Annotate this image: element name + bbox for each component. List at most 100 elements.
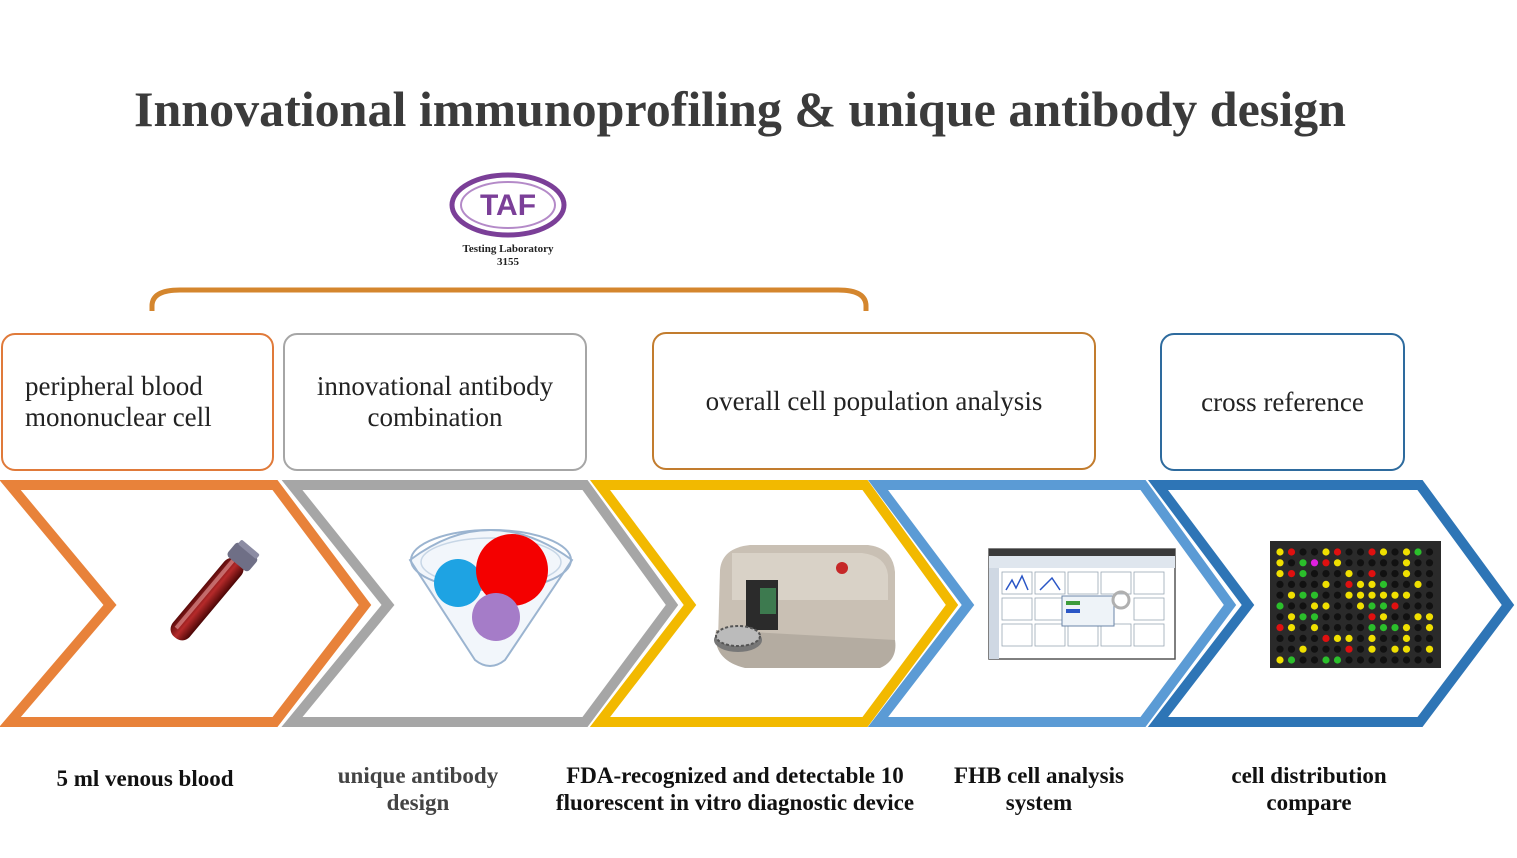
microarray-spot [1287, 624, 1296, 632]
chevron-step-5 [1147, 480, 1515, 727]
microarray-spot [1310, 645, 1319, 653]
microarray-spot [1345, 591, 1353, 599]
microarray-spot [1356, 570, 1365, 578]
microarray-spot [1345, 570, 1353, 578]
microarray-spot [1402, 602, 1411, 610]
caption-step-4: FHB cell analysis system [954, 763, 1124, 815]
microarray-spot [1345, 548, 1353, 556]
microarray-spot [1391, 570, 1399, 578]
caption-step-3: FDA-recognized and detectable 10 fluores… [555, 763, 915, 815]
chevron-step-1 [0, 480, 372, 727]
microarray-spot [1333, 624, 1342, 632]
microarray-spot [1322, 580, 1330, 589]
microarray-spot [1287, 645, 1296, 653]
microarray-spot [1287, 548, 1296, 556]
microarray-spot [1379, 624, 1388, 632]
microarray-spot [1391, 580, 1399, 589]
caption-step-1: 5 ml venous blood [56, 766, 234, 791]
microarray-spot [1391, 559, 1399, 567]
microarray-spot [1299, 613, 1307, 621]
microarray-spot [1402, 591, 1411, 599]
microarray-spot [1287, 634, 1296, 643]
microarray-spot [1276, 602, 1284, 610]
microarray-spot [1333, 613, 1342, 621]
microarray-spot [1402, 645, 1411, 653]
microarray-spot [1287, 602, 1296, 610]
microarray-spot [1299, 548, 1307, 556]
microarray-spot [1425, 624, 1434, 632]
taf-logo-line1: Testing Laboratory [462, 243, 554, 255]
microarray-spot [1425, 613, 1434, 621]
microarray-spot [1333, 548, 1342, 556]
microarray-spot [1402, 624, 1411, 632]
microarray-spot [1276, 645, 1284, 653]
microarray-spot [1402, 570, 1411, 578]
microarray-spot [1276, 624, 1284, 632]
microarray-spot [1276, 548, 1284, 556]
microarray-spot [1322, 559, 1330, 567]
microarray-spot [1322, 656, 1330, 664]
microarray-spot [1276, 591, 1284, 599]
microarray-spot [1299, 570, 1307, 578]
microarray-spot [1379, 645, 1388, 653]
microarray-spot [1345, 624, 1353, 632]
microarray-spot [1391, 602, 1399, 610]
microarray-spot [1368, 548, 1376, 556]
caption-step-5: cell distribution compare [1231, 763, 1387, 815]
microarray-spot [1368, 559, 1376, 567]
microarray-spot [1414, 548, 1422, 556]
microarray-icon [1270, 541, 1441, 668]
microarray-spot [1414, 613, 1422, 621]
chevron-step-3 [589, 480, 959, 727]
microarray-spot [1345, 580, 1353, 589]
microarray-spot [1391, 591, 1399, 599]
microarray-spot [1322, 624, 1330, 632]
microarray-spot [1356, 634, 1365, 643]
microarray-spot [1414, 645, 1422, 653]
box-cross-reference: cross reference [1160, 333, 1405, 471]
microarray-spot [1368, 645, 1376, 653]
microarray-spot [1345, 602, 1353, 610]
microarray-spot [1299, 559, 1307, 567]
microarray-spot [1299, 624, 1307, 632]
microarray-spot [1379, 580, 1388, 589]
microarray-spot [1333, 591, 1342, 599]
taf-logo-line2: 3155 [497, 256, 519, 268]
box-line: innovational antibody [316, 371, 554, 401]
microarray-spot [1322, 548, 1330, 556]
microarray-spot [1414, 656, 1422, 664]
microarray-spot [1414, 580, 1422, 589]
microarray-spot [1299, 634, 1307, 643]
blood-tube-icon [170, 540, 260, 641]
microarray-spot [1356, 656, 1365, 664]
microarray-spot [1368, 613, 1376, 621]
microarray-spot [1379, 634, 1388, 643]
chevron-step-4 [867, 480, 1237, 727]
analysis-software-icon [988, 548, 1176, 660]
microarray-spot [1310, 613, 1319, 621]
microarray-spot [1425, 548, 1434, 556]
microarray-spot [1379, 548, 1388, 556]
microarray-spot [1379, 656, 1388, 664]
microarray-spot [1425, 656, 1434, 664]
microarray-spot [1345, 634, 1353, 643]
microarray-spot [1379, 613, 1388, 621]
microarray-spot [1402, 559, 1411, 567]
microarray-spot [1287, 613, 1296, 621]
microarray-spot [1391, 613, 1399, 621]
taf-logo-letters: TAF [480, 189, 536, 222]
microarray-spot [1391, 634, 1399, 643]
microarray-spot [1414, 591, 1422, 599]
microarray-spot [1322, 591, 1330, 599]
microarray-spot [1414, 624, 1422, 632]
flow-cytometer-icon [714, 545, 896, 668]
microarray-spot [1299, 591, 1307, 599]
microarray-spot [1356, 548, 1365, 556]
microarray-spot [1379, 602, 1388, 610]
microarray-spot [1287, 580, 1296, 589]
microarray-spot [1287, 570, 1296, 578]
microarray-spot [1379, 570, 1388, 578]
